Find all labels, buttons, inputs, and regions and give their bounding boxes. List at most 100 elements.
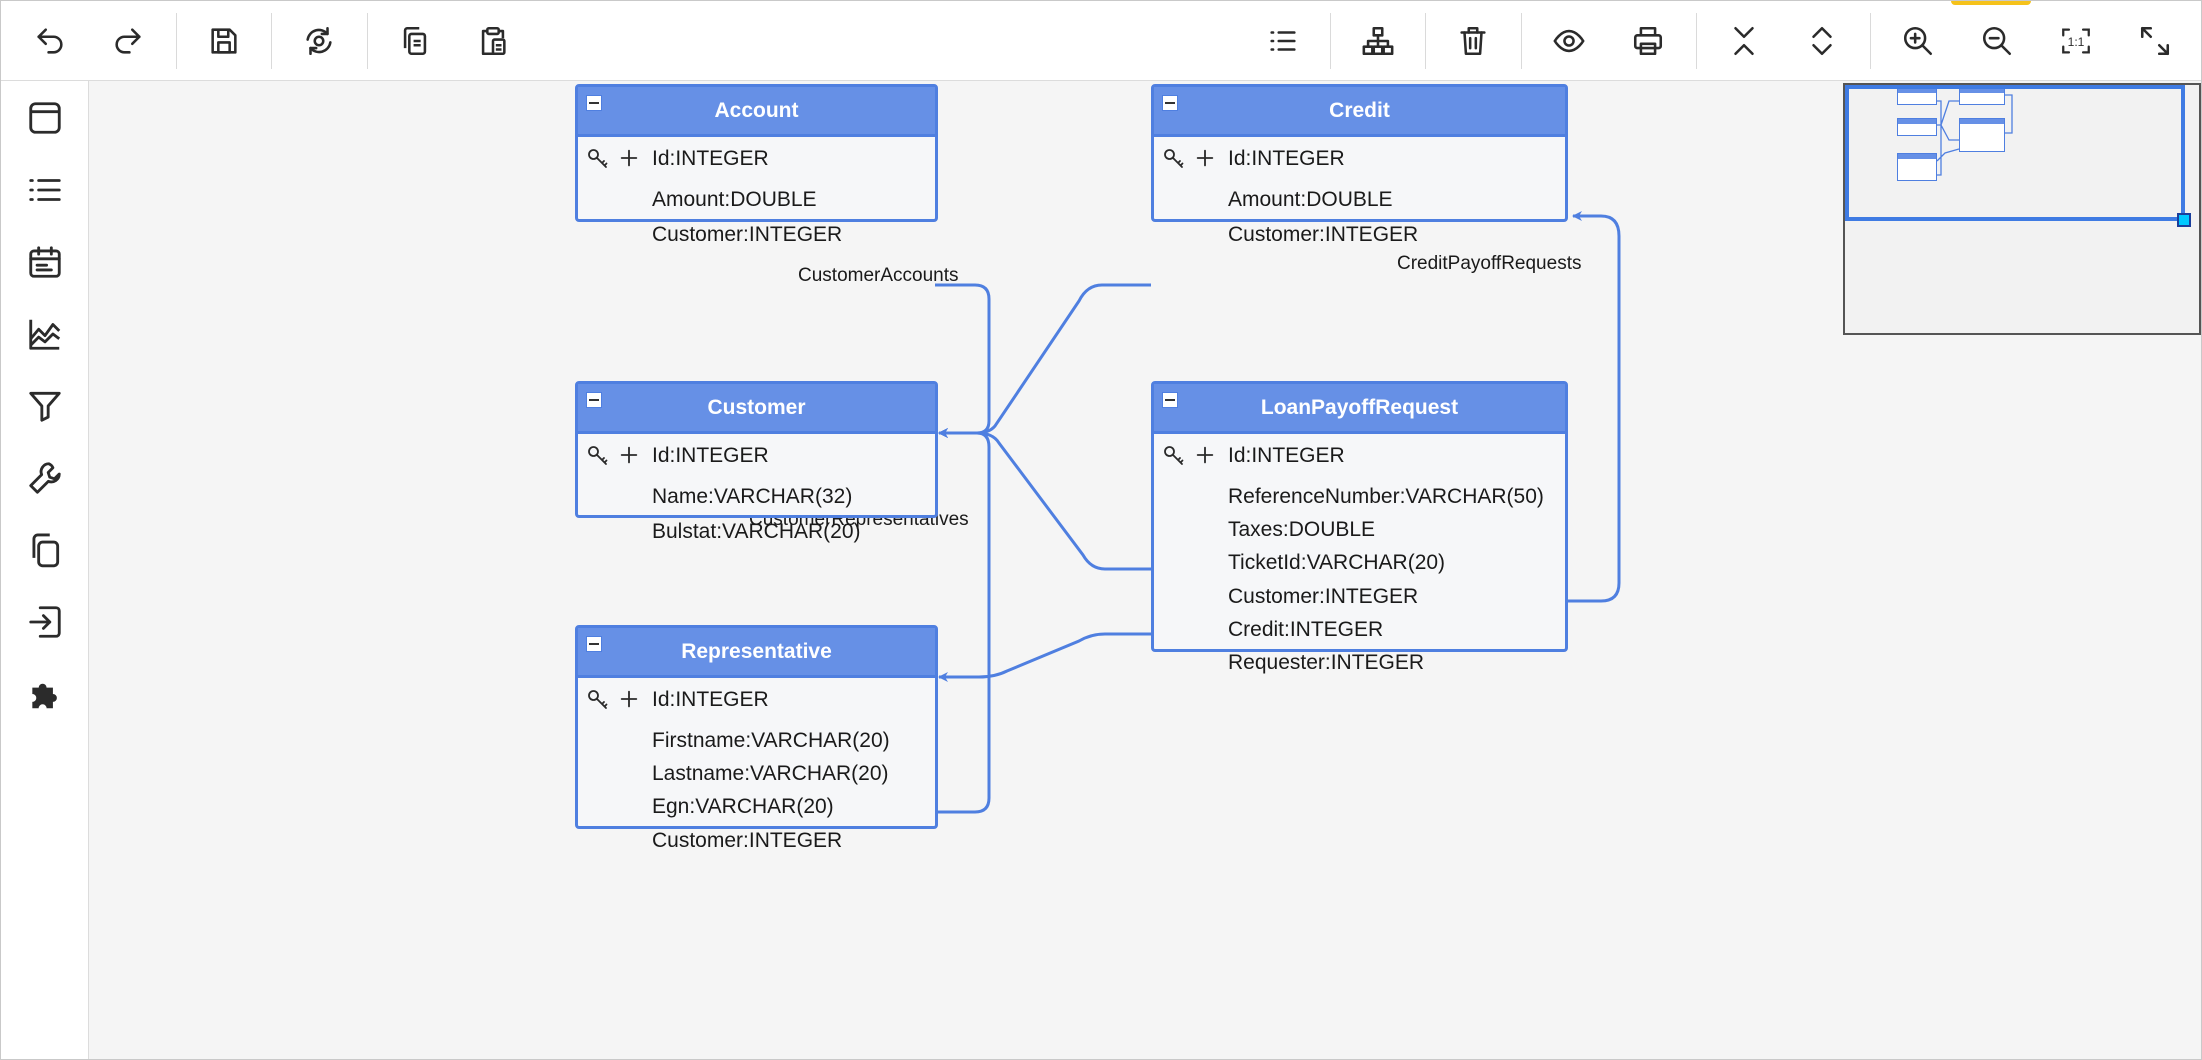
wrench-icon [29,462,61,494]
sidebar-item-list[interactable] [21,166,69,214]
print-button[interactable] [1624,17,1672,65]
list-icon [29,179,61,201]
table-row[interactable]: Name:VARCHAR(32) [578,480,935,515]
window-icon [29,102,61,134]
actual-size-button[interactable]: 1:1 [2052,17,2100,65]
add-field-icon[interactable] [618,688,640,710]
table-header[interactable]: Credit [1154,87,1565,137]
table-row[interactable]: Customer:INTEGER [1154,218,1565,253]
add-field-icon[interactable] [1194,444,1216,466]
sync-button[interactable] [295,17,343,65]
redo-icon [115,28,141,54]
table-row[interactable]: TicketId:VARCHAR(20) [1154,547,1565,580]
collapse-button[interactable] [586,392,602,408]
sidebar-item-window[interactable] [21,94,69,142]
table-row[interactable]: ReferenceNumber:VARCHAR(50) [1154,480,1565,513]
table-row[interactable]: Egn:VARCHAR(20) [578,791,935,824]
calendar-icon [29,246,61,278]
table-row[interactable]: Firstname:VARCHAR(20) [578,724,935,757]
collapse-button[interactable] [586,636,602,652]
collapse-button[interactable] [1162,95,1178,111]
sidebar-item-chart[interactable] [21,310,69,358]
eye-icon [1553,29,1585,53]
add-field-icon[interactable] [618,147,640,169]
table-row[interactable]: Customer:INTEGER [578,218,935,253]
minimap-resize-handle[interactable] [2177,213,2191,227]
delete-icon [1460,26,1486,56]
sidebar-item-duplicate[interactable] [21,526,69,574]
toolbar-separator [1521,13,1522,69]
relation-label-customer-accounts: CustomerAccounts [798,265,959,286]
minimap-viewport[interactable] [1845,85,2185,221]
edge-loan-requester[interactable] [938,632,1151,682]
delete-button[interactable] [1449,17,1497,65]
table-row[interactable]: Bulstat:VARCHAR(20) [578,515,935,550]
expand-all-button[interactable] [1798,17,1846,65]
zoom-in-icon [1903,26,1933,56]
table-row[interactable]: Customer:INTEGER [1154,580,1565,613]
zoom-out-button[interactable] [1973,17,2021,65]
toolbar: 1:1 [1,1,2201,81]
top-accent-bar [1951,1,2031,5]
minimap-table-customer [1897,118,1937,136]
field-label: Taxes:DOUBLE [1228,517,1376,541]
fit-screen-button[interactable] [2131,17,2179,65]
table-header[interactable]: Customer [578,384,935,434]
table-row[interactable]: Taxes:DOUBLE [1154,513,1565,546]
edge-credit-customer[interactable] [938,283,1151,438]
field-label: Id:INTEGER [652,147,769,170]
fit-screen-icon [2140,26,2170,56]
field-label: ReferenceNumber:VARCHAR(50) [1228,484,1544,508]
copy-button[interactable] [391,17,439,65]
sidebar-item-calendar[interactable] [21,238,69,286]
area-chart-icon [29,319,61,350]
collapse-all-button[interactable] [1720,17,1768,65]
undo-button[interactable] [26,17,74,65]
edge-customer-accounts[interactable] [935,283,991,438]
table-row[interactable]: Requester:INTEGER [1154,646,1565,679]
table-row-primary-key[interactable]: Id:INTEGER [578,434,935,478]
puzzle-icon [32,683,57,709]
table-row[interactable]: Customer:INTEGER [578,824,935,857]
add-field-icon[interactable] [618,444,640,466]
key-icon [1164,446,1184,465]
table-row[interactable]: Amount:DOUBLE [1154,183,1565,218]
field-label: Bulstat:VARCHAR(20) [652,519,861,543]
table-row[interactable]: Amount:DOUBLE [578,183,935,218]
table-row-primary-key[interactable]: Id:INTEGER [1154,137,1565,181]
paste-button[interactable] [469,17,517,65]
edge-credit-payoff-requests[interactable] [1567,211,1621,603]
save-button[interactable] [200,17,248,65]
collapse-button[interactable] [586,95,602,111]
table-header[interactable]: LoanPayoffRequest [1154,384,1565,434]
collapse-button[interactable] [1162,392,1178,408]
redo-button[interactable] [104,17,152,65]
sidebar-item-filter[interactable] [21,382,69,430]
zoom-in-button[interactable] [1894,17,1942,65]
minimap[interactable] [1843,83,2201,335]
zoom-out-icon [1982,26,2012,56]
list-view-button[interactable] [1259,17,1307,65]
field-label: Amount:DOUBLE [1228,188,1393,212]
table-row-primary-key[interactable]: Id:INTEGER [1154,434,1565,478]
actual-size-icon: 1:1 [2062,28,2090,54]
auto-layout-button[interactable] [1354,17,1402,65]
sidebar-item-tools[interactable] [21,454,69,502]
preview-button[interactable] [1545,17,1593,65]
edge-loan-customer[interactable] [938,428,1151,571]
table-row[interactable]: Lastname:VARCHAR(20) [578,757,935,790]
table-header[interactable]: Account [578,87,935,137]
edge-customer-representatives[interactable] [935,428,991,814]
table-row[interactable]: Credit:INTEGER [1154,613,1565,646]
sidebar-item-plugins[interactable] [21,670,69,718]
table-header[interactable]: Representative [578,628,935,678]
table-row-primary-key[interactable]: Id:INTEGER [578,137,935,181]
add-field-icon[interactable] [1194,147,1216,169]
table-loan-payoff-request[interactable]: LoanPayoffRequest Id:INTEGER ReferenceNum… [1151,381,1568,674]
sidebar-item-import[interactable] [21,598,69,646]
table-row-primary-key[interactable]: Id:INTEGER [578,678,935,722]
